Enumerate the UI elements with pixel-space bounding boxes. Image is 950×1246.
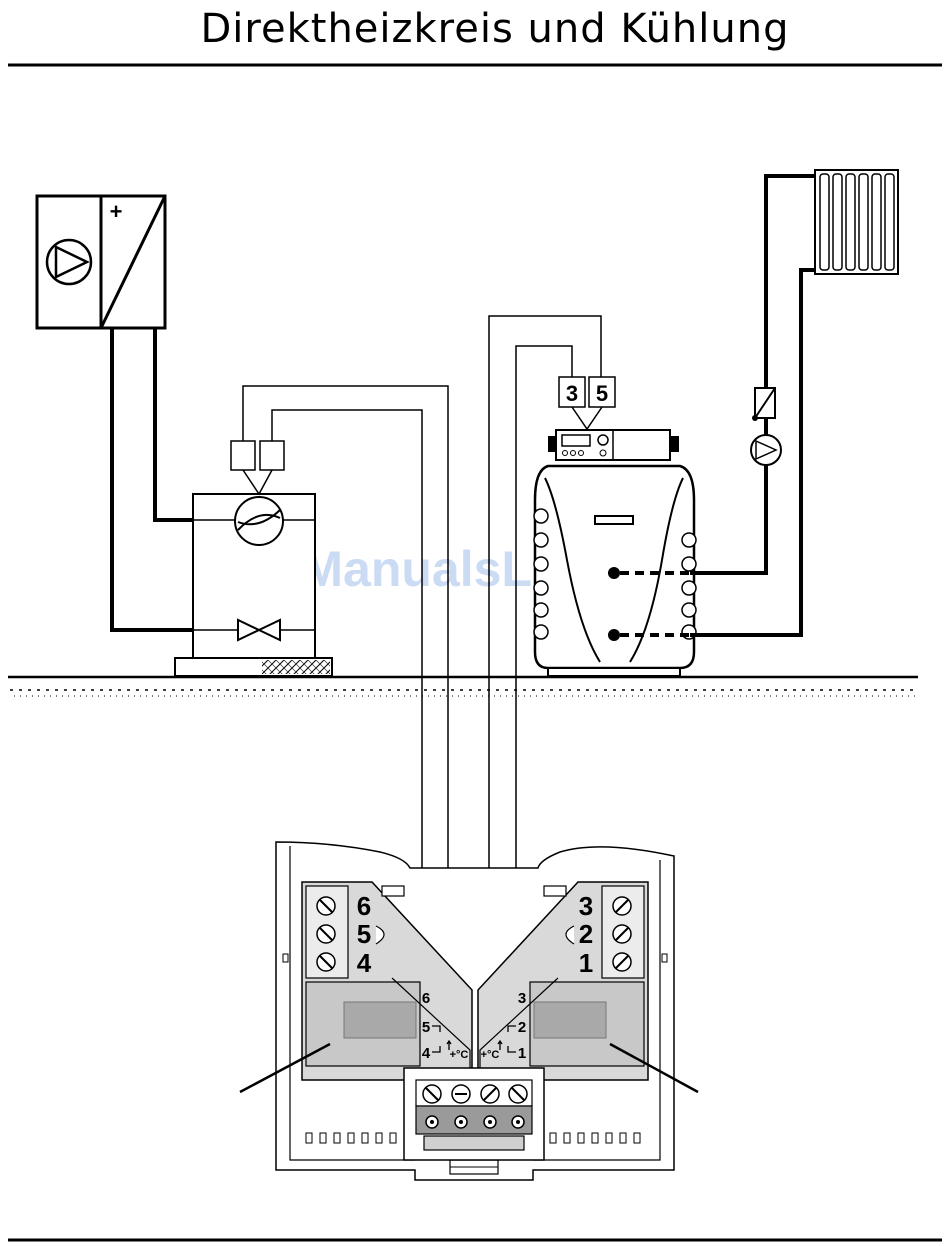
left-temp-label: +°C [450, 1049, 469, 1061]
return-connection-icon [608, 629, 620, 641]
sensor-connector-left [231, 441, 255, 470]
left-relay-label-5: 5 [422, 1019, 430, 1036]
boiler-handle [595, 516, 633, 524]
controller-terminal-3-label: 3 [566, 381, 578, 406]
control-housing [240, 842, 698, 1180]
right-relay-label-1: 1 [518, 1045, 526, 1062]
controller-display [562, 435, 590, 446]
left-relay-label-6: 6 [422, 990, 430, 1007]
left-terminal-5: 5 [357, 919, 371, 949]
right-terminal-3: 3 [579, 891, 593, 921]
sensor-connector-right [260, 441, 284, 470]
radiator-icon [815, 170, 898, 274]
compressor-icon [235, 497, 283, 545]
heating-circuit-pipes [690, 176, 817, 635]
right-terminal-1: 1 [579, 948, 593, 978]
left-relay-label-4: 4 [422, 1045, 431, 1062]
ground-line [8, 677, 918, 696]
boiler-unit: 3 5 [534, 377, 696, 676]
pump-control-unit: + [37, 196, 165, 328]
right-relay-label-2: 2 [518, 1019, 526, 1036]
left-terminal-6: 6 [357, 891, 371, 921]
controller-terminal-5-label: 5 [596, 381, 608, 406]
heat-pump-unit [175, 441, 332, 676]
right-terminal-2: 2 [579, 919, 593, 949]
flow-connection-icon [608, 567, 620, 579]
left-terminal-4: 4 [357, 948, 372, 978]
heating-pump-icon [751, 435, 781, 465]
pump-pipes [112, 328, 193, 630]
right-relay-label-3: 3 [518, 990, 526, 1007]
right-temp-label: +°C [481, 1049, 500, 1061]
plus-symbol: + [110, 199, 123, 224]
mixing-valve-icon [752, 388, 775, 421]
